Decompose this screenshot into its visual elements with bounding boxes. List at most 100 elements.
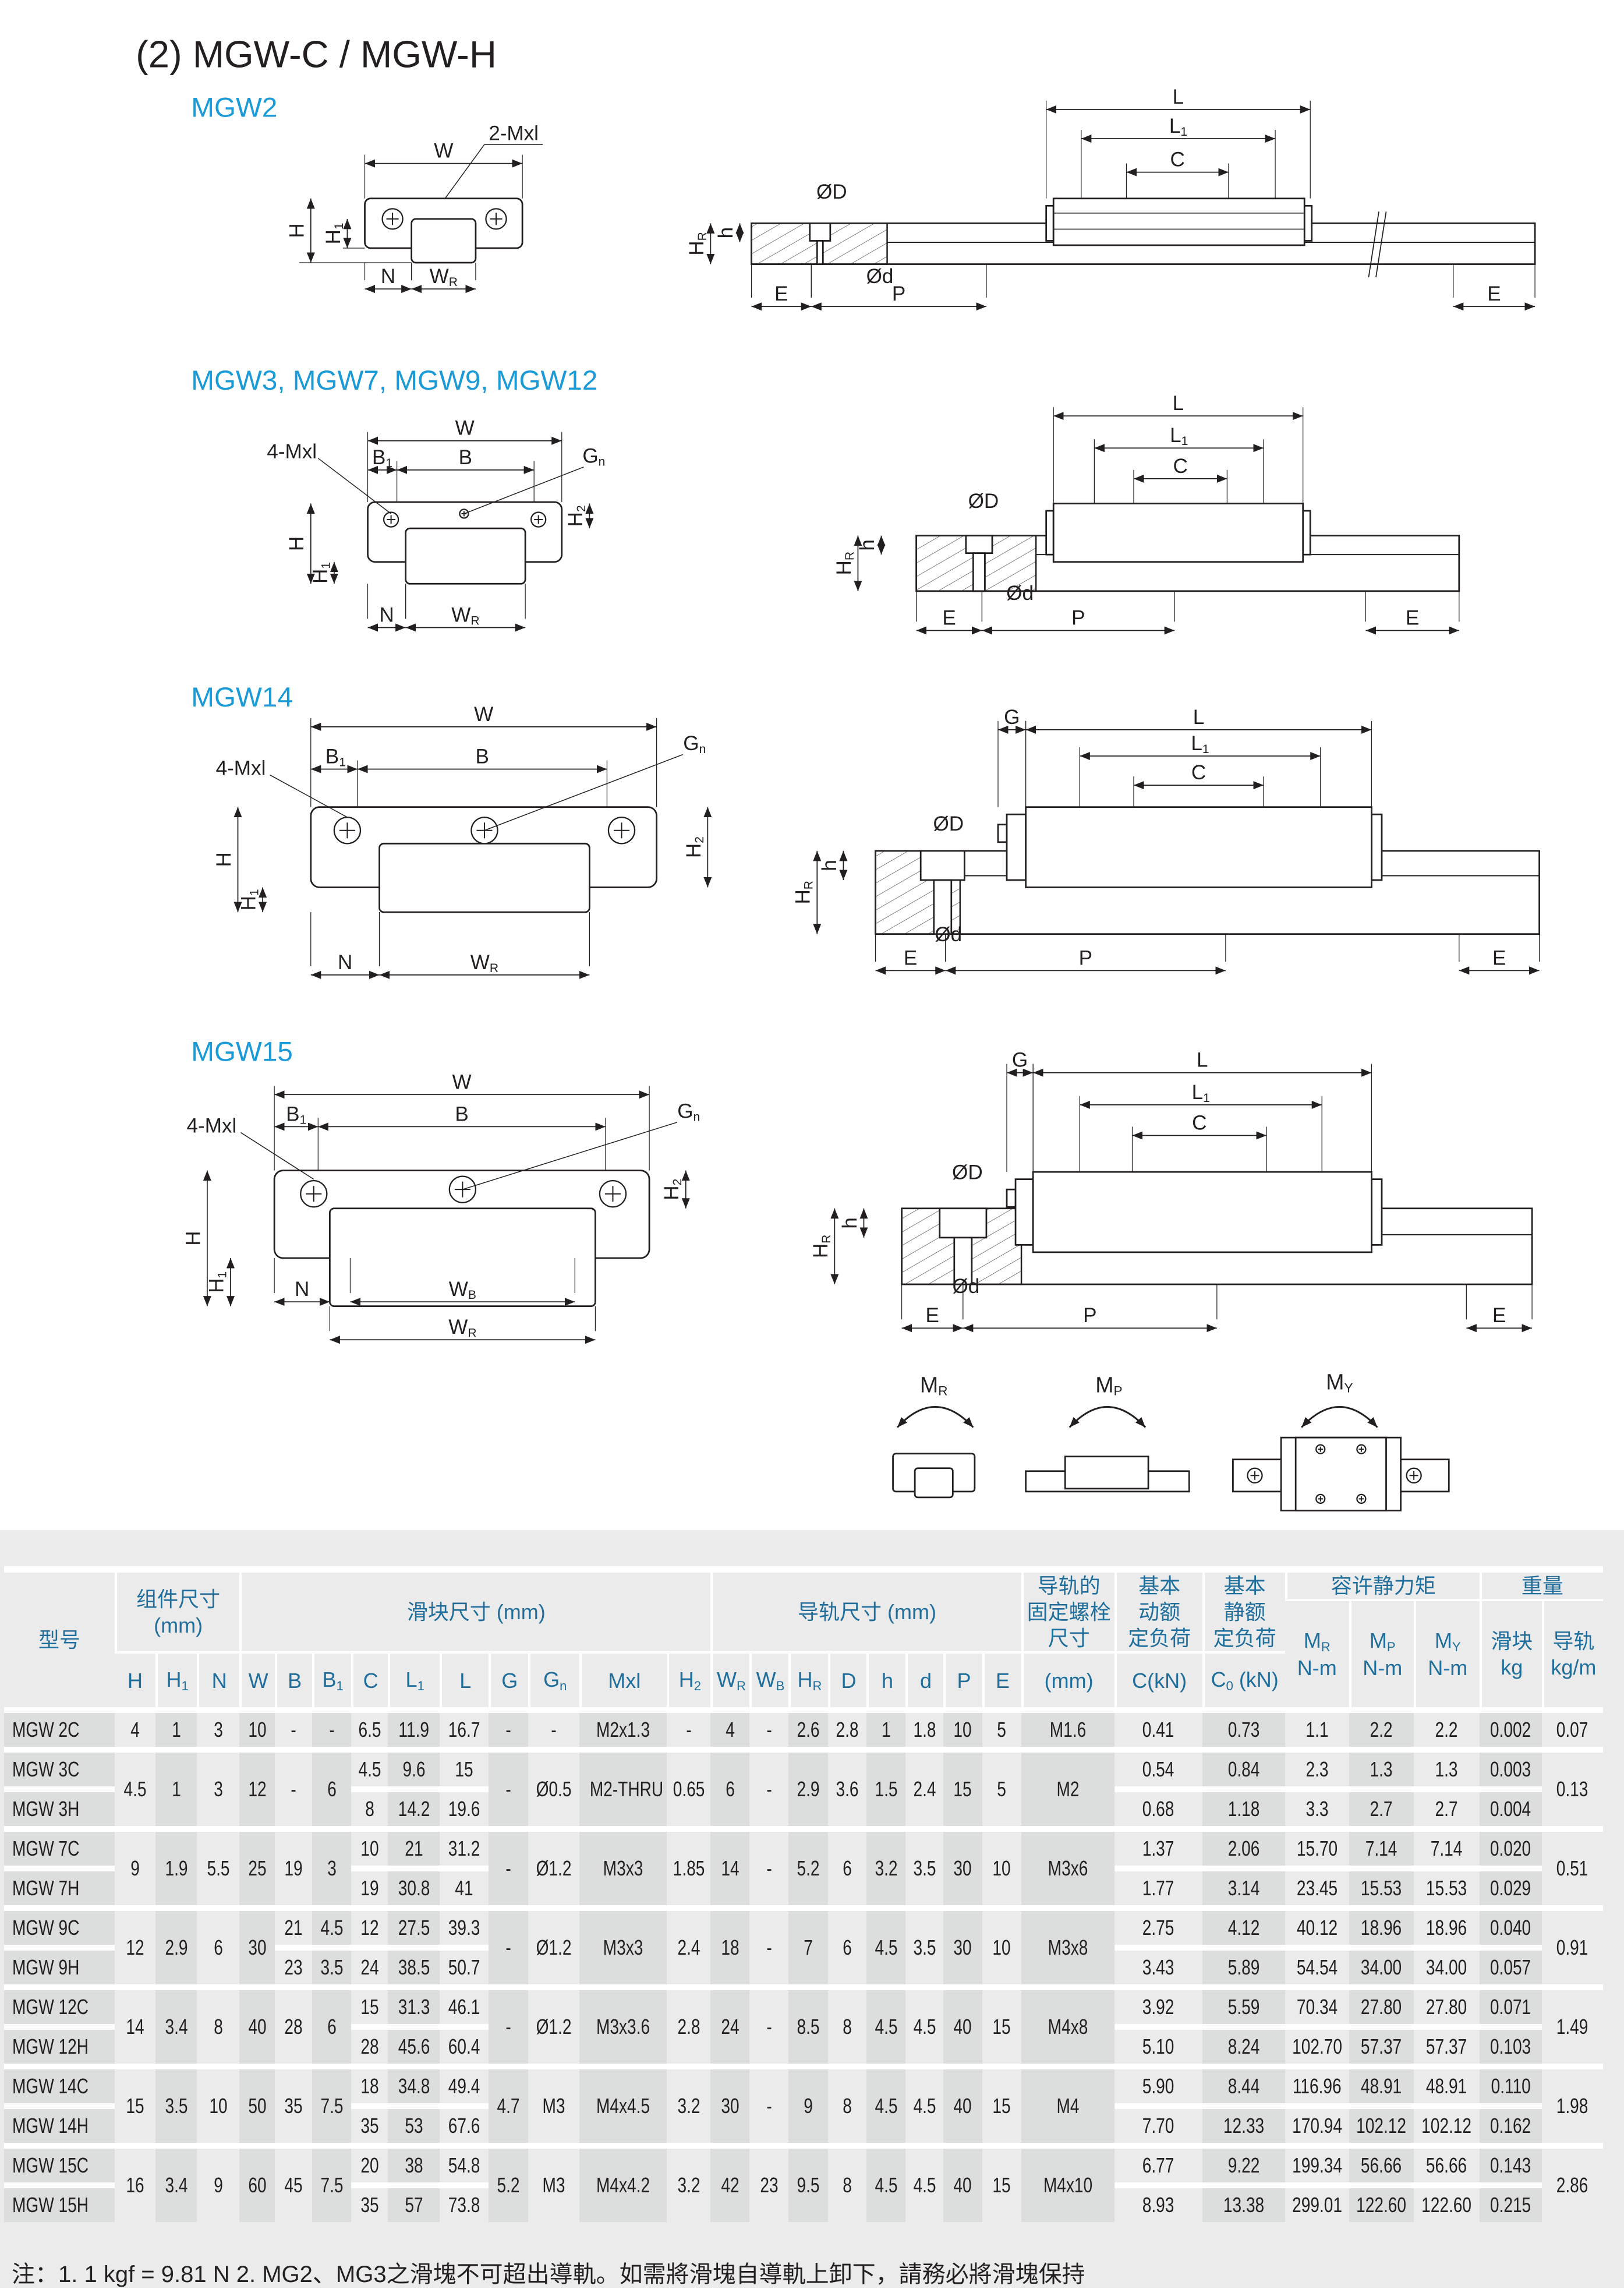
cell-kg: 0.103 — [1479, 2024, 1542, 2064]
cell-value: M2x1.3 — [596, 1718, 650, 1742]
column-header-h: h — [866, 1651, 906, 1707]
cell-value: Ø1.2 — [536, 2015, 572, 2039]
header-text: H — [797, 1668, 813, 1692]
column-header-wr: WR — [710, 1651, 750, 1707]
cell-value: 10 — [248, 1718, 267, 1742]
cell-value: 41 — [455, 1876, 473, 1900]
cell-value: - — [766, 2015, 772, 2039]
label-main: H — [682, 843, 705, 858]
dimension-label: C — [1191, 761, 1206, 784]
label-main: L — [1169, 115, 1181, 137]
cell-value: 1.1 — [1305, 1718, 1329, 1742]
cell-value: 5.2 — [497, 2173, 520, 2197]
label-main: P — [892, 282, 905, 305]
cell-value: M3x8 — [1048, 1935, 1088, 1959]
cell-value: 7.70 — [1142, 2114, 1174, 2138]
label-main: W — [448, 1316, 468, 1338]
cell-value: 5.90 — [1142, 2074, 1174, 2098]
header-text: H — [166, 1668, 182, 1692]
cell-value: 5.2 — [797, 1856, 820, 1880]
cell-wr: 18 — [710, 1905, 750, 1984]
cell-value: 34.8 — [398, 2074, 430, 2098]
cell-value: 1.3 — [1435, 1757, 1458, 1781]
cell-value: 35 — [284, 2094, 303, 2118]
label-subscript: 1 — [385, 457, 392, 470]
header-subscript: B — [776, 1679, 785, 1694]
cell-value: 3.14 — [1227, 1876, 1260, 1900]
cell-value: 56.66 — [1361, 2153, 1402, 2177]
cell-gn: Ø1.2 — [528, 1905, 580, 1984]
dimension-label: B — [455, 1103, 468, 1125]
cell-g: - — [489, 1984, 529, 2064]
cell-cd: 2.75 — [1114, 1905, 1202, 1945]
cell-value: 10 — [208, 2094, 228, 2118]
cell-value: 48.91 — [1361, 2074, 1402, 2098]
cell-value: 8.24 — [1227, 2034, 1260, 2058]
cell-e: 15 — [982, 1984, 1021, 2064]
cell-bolt: M2 — [1021, 1747, 1114, 1826]
cell-c0: 0.73 — [1202, 1707, 1285, 1747]
label-main: E — [1406, 606, 1419, 629]
dimension-label: Ød — [935, 923, 962, 946]
dimension-label: L1 — [1192, 1081, 1210, 1105]
label-main: G — [582, 444, 598, 467]
cell-l: 39.3 — [440, 1905, 489, 1945]
cell-kg: 0.004 — [1479, 1786, 1542, 1826]
dimension-label: P — [1071, 606, 1085, 629]
cell-l1: 30.8 — [388, 1866, 440, 1905]
cell-value: 5.59 — [1227, 1995, 1260, 2019]
dimension-label: H1 — [205, 1271, 229, 1293]
dimension-label: ØD — [952, 1161, 983, 1184]
cell-value: 14 — [126, 2015, 144, 2039]
outline-rect — [1006, 813, 1027, 881]
cell-value: 48.91 — [1426, 2074, 1467, 2098]
specification-table: 型号组件尺寸 (mm)滑块尺寸 (mm)导轨尺寸 (mm)导轨的 固定螺栓 尺寸… — [4, 1566, 1603, 2222]
cell-d: 8 — [828, 2143, 867, 2222]
cell-w: 30 — [239, 1905, 275, 1984]
cell-value: 4.5 — [875, 2173, 898, 2197]
cell-kg: 0.162 — [1479, 2103, 1542, 2143]
label-main: L — [1193, 706, 1205, 729]
cell-w: 60 — [239, 2143, 275, 2222]
column-group-rail-bolt-size: 导轨的 固定螺栓 尺寸 — [1021, 1570, 1114, 1651]
label-main: h — [818, 860, 841, 871]
cell-value: 8 — [213, 2015, 223, 2039]
dimension-label: HR — [809, 1235, 833, 1259]
cell-value: MGW 12C — [12, 1995, 89, 2019]
cell-b: - — [275, 1747, 313, 1826]
label-main: 2-Mxl — [489, 122, 539, 145]
cell-value: 102.70 — [1292, 2034, 1342, 2058]
model-cell: MGW 12H — [4, 2024, 115, 2064]
label-main: H — [322, 229, 345, 244]
cell-value: 0.54 — [1142, 1757, 1174, 1781]
cell-mp: 56.66 — [1349, 2143, 1414, 2182]
cell-value: 2.2 — [1370, 1718, 1393, 1742]
cell-value: 16.7 — [448, 1718, 480, 1742]
cell-value: 0.215 — [1490, 2193, 1531, 2217]
dimension-label: MP — [1095, 1372, 1122, 1398]
dimension-label: C — [1192, 1111, 1206, 1134]
cell-value: 31.3 — [398, 1995, 430, 2019]
cell-value: 3.5 — [165, 2094, 188, 2118]
header-text: B — [288, 1668, 302, 1693]
cell-c: 28 — [351, 2024, 388, 2064]
cell-value: 12 — [360, 1916, 379, 1940]
counterbore — [939, 1207, 988, 1239]
label-main: G — [1012, 1049, 1028, 1072]
dimension-label: B — [459, 446, 472, 469]
cell-value: Ø0.5 — [536, 1777, 572, 1801]
cell-c: 8 — [351, 1786, 388, 1826]
cell-value: 4.12 — [1227, 1916, 1260, 1940]
cell-mp: 34.00 — [1349, 1945, 1414, 1984]
cell-kgm: 0.13 — [1541, 1747, 1603, 1826]
label-main: ØD — [952, 1161, 983, 1184]
label-main: C — [1192, 1111, 1206, 1134]
label-main: G — [1004, 706, 1020, 729]
header-text: M — [1369, 1628, 1387, 1652]
dimension-label: L — [1193, 706, 1205, 729]
dimension-label: HR — [833, 552, 857, 575]
cell-value: 4.5 — [320, 1916, 344, 1940]
